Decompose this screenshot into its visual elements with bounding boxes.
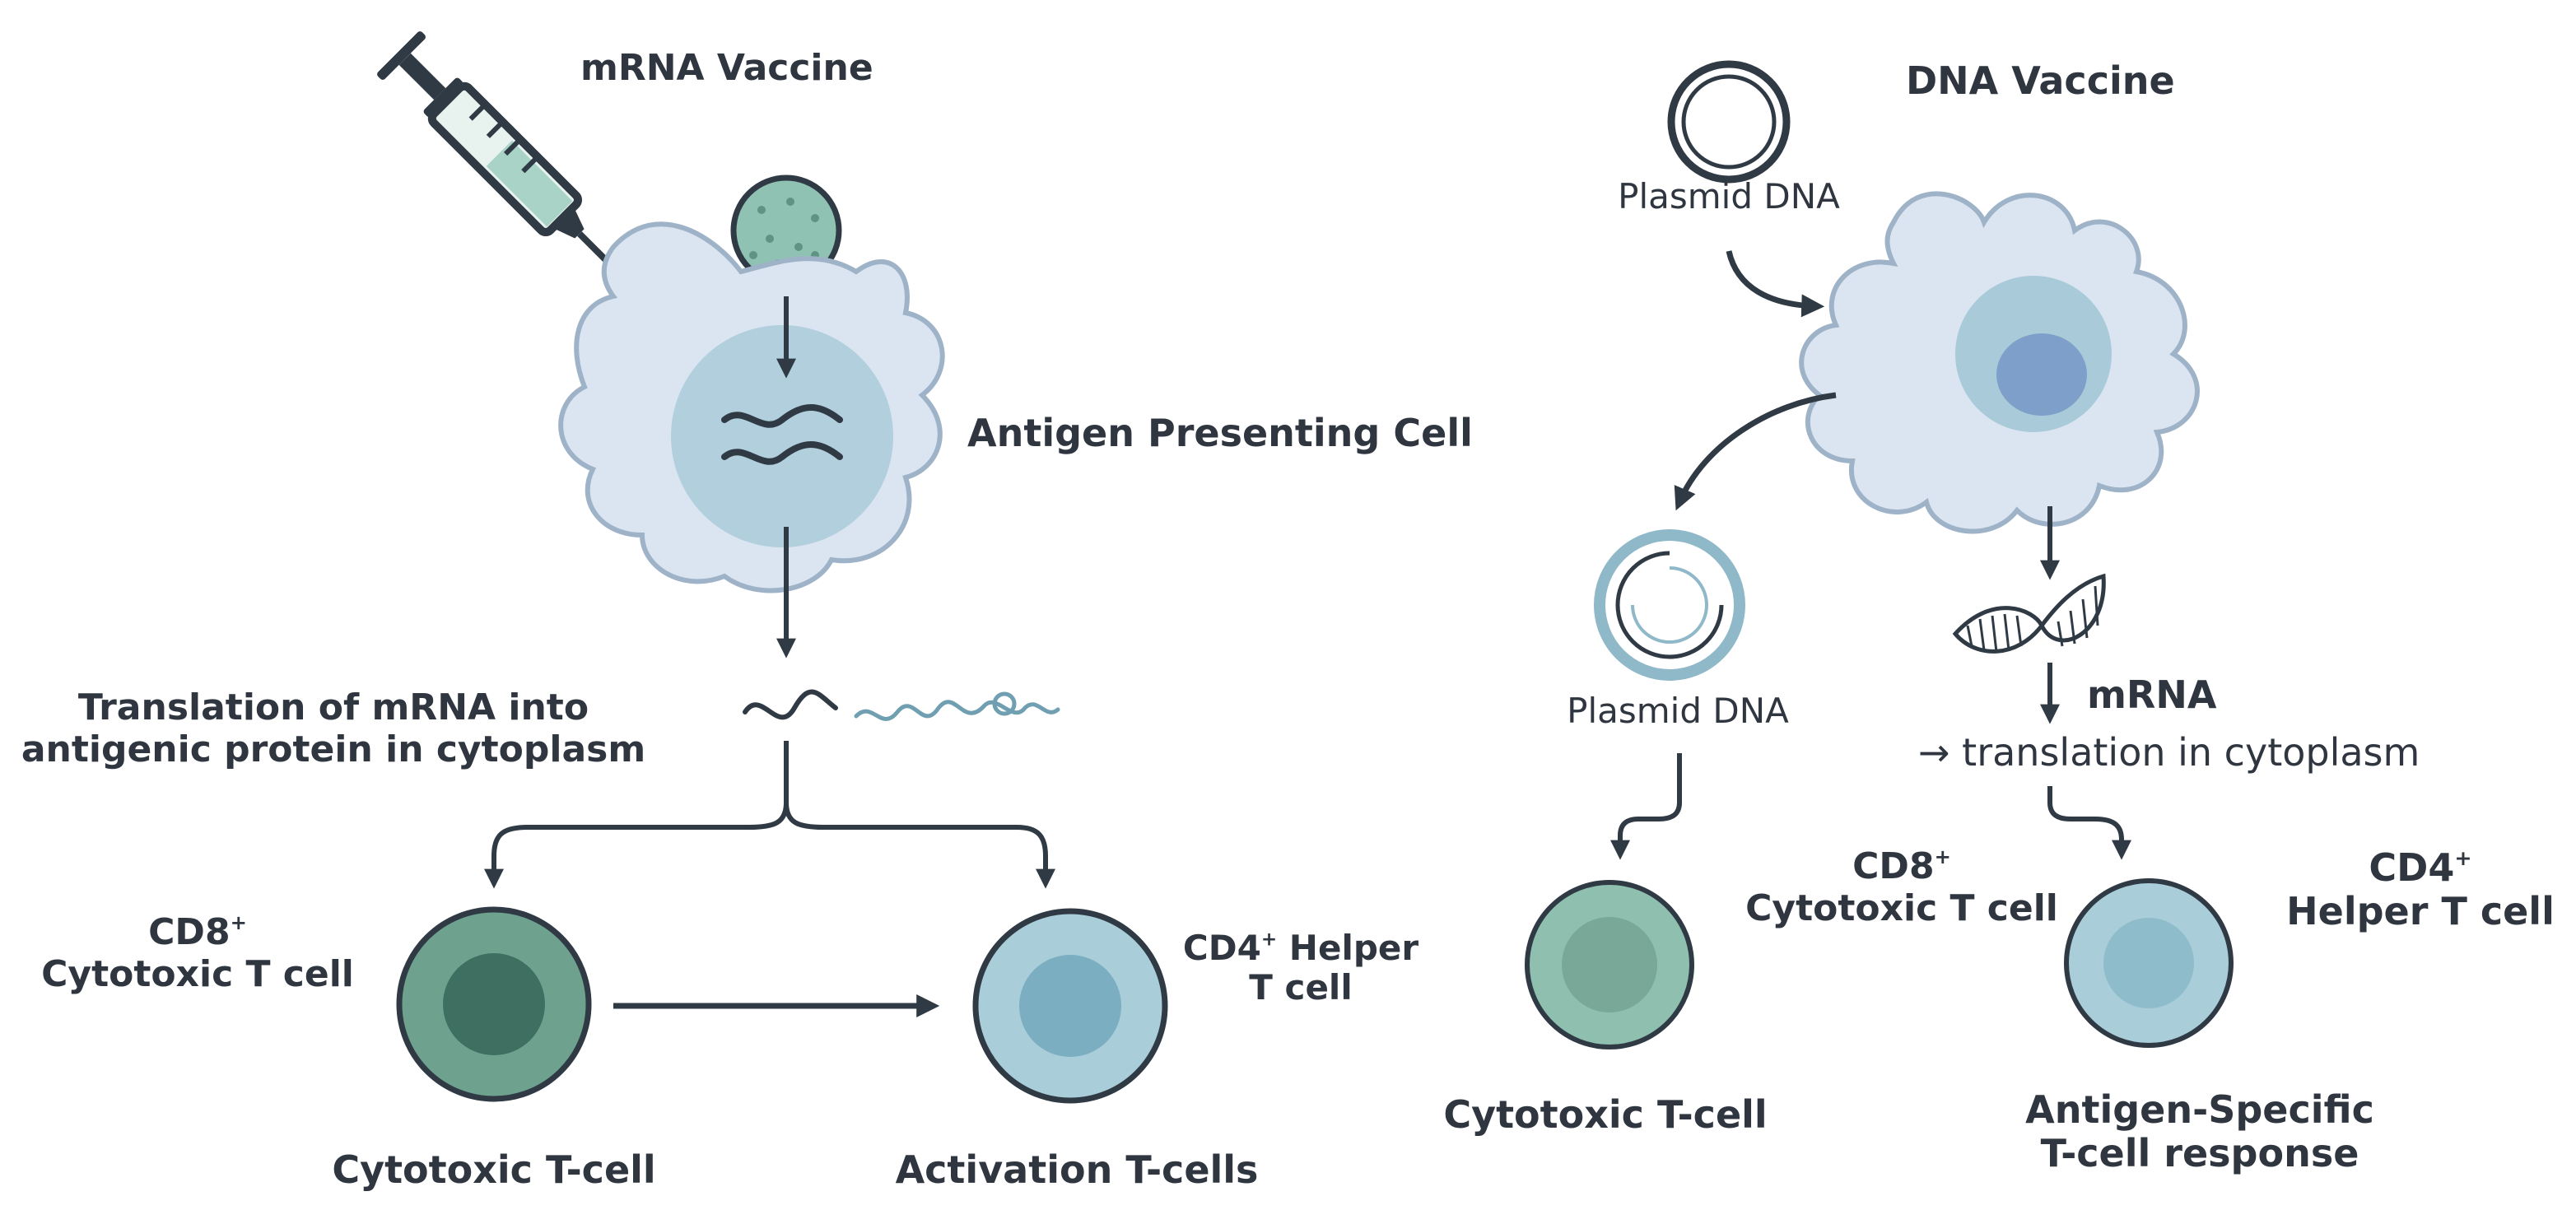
dna-cd8-text: CD8 — [1852, 845, 1935, 888]
cd8-line2: Cytotoxic T cell — [41, 952, 354, 995]
dna-cd8-cytotoxic-cell-icon — [1525, 880, 1694, 1049]
mrna-vaccine-title: mRNA Vaccine — [580, 47, 873, 89]
arrow-plasmid-to-cd8 — [1610, 753, 1682, 860]
plasmid-dna-icon — [1667, 60, 1791, 184]
mrna-strand-icon — [721, 404, 843, 465]
dna-cd8-superscript: + — [1934, 845, 1951, 868]
arrow-branch-right — [784, 802, 1055, 889]
arrow-translation-to-cd4 — [2047, 786, 2131, 860]
dna-response-caption: Antigen-Specific T-cell response — [2025, 1088, 2374, 1175]
cd4-line2: T cell — [1249, 967, 1353, 1008]
antigen-presenting-cell-label: Antigen Presenting Cell — [967, 411, 1473, 455]
antigen-presenting-cell-icon — [558, 221, 945, 593]
cd4-rest: Helper — [1277, 928, 1419, 968]
dna-antigen-presenting-cell-icon — [1799, 191, 2200, 534]
arrow-cell-to-plasmid — [1674, 392, 1837, 511]
dna-cd4-line2: Helper T cell — [2286, 888, 2555, 933]
cd4-label: CD4+ Helper T cell — [1183, 928, 1418, 1008]
arrow-branch-left — [484, 741, 789, 889]
dna-cd4-label: CD4+ Helper T cell — [2286, 846, 2555, 933]
dna-response-line1: Antigen-Specific — [2025, 1087, 2374, 1132]
dna-cd4-superscript: + — [2454, 846, 2472, 871]
cd8-text: CD8 — [148, 911, 231, 954]
translation-label: Translation of mRNA into antigenic prote… — [21, 686, 646, 770]
dna-cytotoxic-caption: Cytotoxic T-cell — [1443, 1092, 1768, 1137]
plasmid-dna-mid-icon — [1594, 529, 1745, 681]
cd4-text: CD4 — [1182, 928, 1261, 968]
cd8-label: CD8+ Cytotoxic T cell — [41, 911, 354, 995]
dna-vaccine-title: DNA Vaccine — [1906, 58, 2175, 103]
cd4-helper-cell-icon — [972, 908, 1168, 1104]
translation-line2: antigenic protein in cytoplasm — [21, 728, 646, 770]
dna-mrna-label: mRNA — [2087, 673, 2217, 717]
dna-cd4-helper-cell-icon — [2064, 878, 2234, 1048]
plasmid-dna-mid-label: Plasmid DNA — [1567, 691, 1789, 731]
cd4-superscript: + — [1260, 928, 1278, 951]
cd8-cytotoxic-cell-icon — [396, 906, 592, 1102]
dna-cd4-text: CD4 — [2369, 845, 2455, 890]
mrna-helix-icon — [1952, 573, 2106, 654]
cytotoxic-caption: Cytotoxic T-cell — [332, 1147, 656, 1192]
plasmid-dna-top-label: Plasmid DNA — [1618, 176, 1840, 216]
dna-cd8-label: CD8+ Cytotoxic T cell — [1745, 845, 2058, 929]
translation-line1: Translation of mRNA into — [77, 686, 589, 728]
dna-translation-label: → translation in cytoplasm — [1918, 730, 2420, 775]
protein-chain-icon — [743, 689, 1060, 721]
dna-response-line2: T-cell response — [2040, 1130, 2359, 1175]
dna-cd8-line2: Cytotoxic T cell — [1745, 887, 2058, 929]
activation-caption: Activation T-cells — [895, 1147, 1259, 1192]
arrow-plasmid-to-cell — [1726, 250, 1825, 318]
cd8-superscript: + — [230, 911, 247, 934]
